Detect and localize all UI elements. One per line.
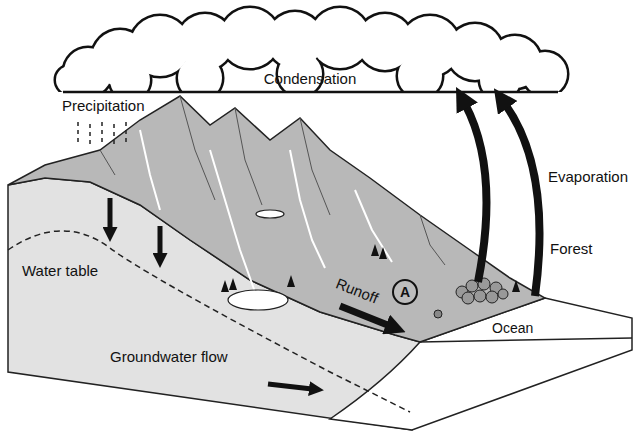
ridge-line <box>100 150 115 175</box>
label-text: Condensation <box>264 70 357 87</box>
water-table-line <box>8 231 410 412</box>
river <box>290 150 325 268</box>
process-label: Condensation <box>264 70 357 88</box>
tree <box>512 280 520 292</box>
tree-crown <box>462 292 474 304</box>
mountain-surface <box>8 96 545 342</box>
tree-crown <box>498 289 508 299</box>
feature-label: Forest <box>550 240 593 258</box>
evaporation-arrow <box>505 104 540 296</box>
rain-streak <box>113 124 115 146</box>
infiltration-arrow <box>158 226 163 256</box>
rain-streak <box>101 122 103 146</box>
ridge-line <box>235 108 262 205</box>
ridge-line <box>300 118 330 215</box>
lake <box>228 290 288 310</box>
process-label: Groundwater flow <box>110 348 228 366</box>
ridge-lines <box>100 96 445 265</box>
ridge-line <box>420 215 445 265</box>
runoff-arrow <box>340 306 390 326</box>
feature-label: Water table <box>22 262 98 280</box>
tree <box>221 280 229 292</box>
river <box>210 150 255 292</box>
ridge-line <box>180 96 215 200</box>
precipitation-rain <box>78 122 126 146</box>
tree <box>371 244 379 256</box>
tree <box>229 278 237 290</box>
infiltration-arrow <box>108 198 113 230</box>
river <box>140 130 160 210</box>
label-text: Precipitation <box>62 97 145 114</box>
tree-crown <box>466 280 478 292</box>
lake <box>256 210 284 218</box>
label-text: Water table <box>22 262 98 279</box>
cloud-outline <box>56 8 567 92</box>
callout-letter: A <box>400 285 410 299</box>
groundwater-arrow <box>268 384 312 389</box>
river <box>355 190 392 262</box>
tree-crown <box>474 290 486 302</box>
label-text: Groundwater flow <box>110 348 228 365</box>
tree <box>379 247 387 259</box>
cloud-fill <box>56 8 567 92</box>
rain-streak <box>125 122 127 144</box>
rain-streak <box>89 124 91 146</box>
cloud-base <box>63 91 558 94</box>
tree <box>434 310 442 318</box>
evaporation-arrow <box>465 104 486 282</box>
rain-streak <box>77 122 79 146</box>
tree-crown <box>486 291 498 303</box>
tree <box>287 275 295 287</box>
label-text: Ocean <box>492 320 533 336</box>
feature-label: Ocean <box>492 319 533 337</box>
process-label: Precipitation <box>62 97 145 115</box>
cloud <box>56 8 567 92</box>
process-label: Evaporation <box>548 168 628 186</box>
rivers <box>140 130 392 292</box>
ocean-edge <box>420 338 632 342</box>
label-text: Evaporation <box>548 168 628 185</box>
label-text: Forest <box>550 240 593 257</box>
trees <box>221 244 520 292</box>
callout-circle: A <box>392 279 418 305</box>
